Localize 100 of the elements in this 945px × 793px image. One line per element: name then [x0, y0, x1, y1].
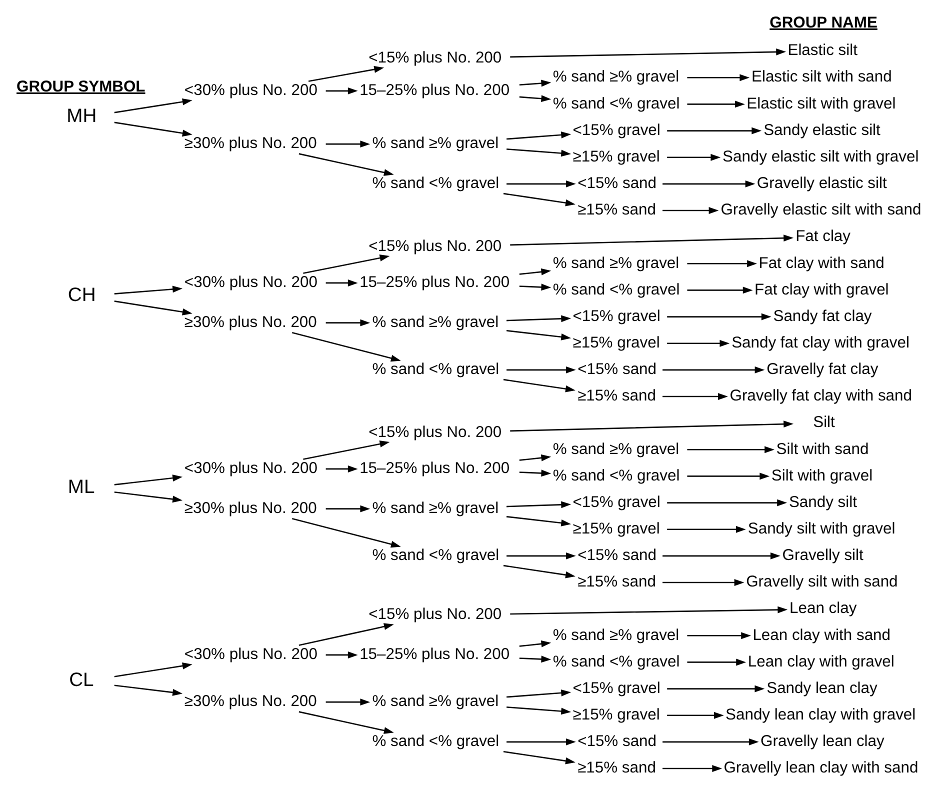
node-text: ≥30% plus No. 200 — [184, 314, 317, 331]
node-text: Fat clay with sand — [758, 254, 884, 272]
node-text: Gravelly fat clay — [766, 361, 878, 378]
node-text: ≥15% sand — [578, 388, 656, 405]
node-text: ≥15% gravel — [572, 148, 660, 166]
label: GROUP NAME — [770, 14, 878, 32]
arrow — [667, 712, 724, 719]
node-text: Sandy silt — [788, 494, 857, 511]
arrow — [687, 658, 746, 666]
arrow — [506, 315, 572, 322]
node-text: % sand <% gravel — [552, 653, 680, 670]
label: GROUP SYMBOL — [16, 78, 146, 96]
node-text: ≥15% sand — [578, 760, 656, 777]
arrow — [506, 738, 576, 746]
arrow — [114, 662, 192, 678]
arrow — [687, 74, 750, 82]
node-text: % sand ≥% gravel — [552, 626, 680, 644]
node-text: Sandy lean clay — [766, 680, 878, 697]
node-text: <15% sand — [578, 547, 657, 564]
arrow — [114, 491, 182, 503]
node-text: Gravelly silt — [782, 547, 864, 564]
arrow — [662, 738, 759, 746]
arrow — [326, 466, 358, 472]
node-text: Silt — [813, 414, 835, 432]
node-text: % sand <% gravel — [552, 95, 680, 112]
node-text: Sandy lean clay with gravel — [726, 706, 916, 724]
arrow — [114, 286, 183, 294]
arrow — [667, 685, 765, 692]
arrow — [519, 95, 552, 102]
arrow — [667, 499, 788, 506]
node-text: <15% gravel — [572, 308, 660, 325]
node-text: % sand <% gravel — [372, 175, 500, 192]
arrow — [506, 706, 572, 715]
node-text: ≥30% plus No. 200 — [184, 693, 317, 710]
arrow — [662, 207, 719, 214]
arrow — [662, 765, 722, 772]
node-text: <15% gravel — [572, 494, 660, 511]
node-text: ≥15% sand — [578, 574, 656, 591]
node-text: % sand <% gravel — [552, 281, 680, 298]
arrow — [292, 518, 401, 548]
node-text: % sand ≥% gravel — [372, 500, 499, 517]
arrow — [519, 470, 552, 477]
arrow — [667, 340, 730, 347]
arrow — [326, 652, 358, 658]
node-text: Elastic silt with sand — [752, 68, 892, 86]
arrow — [506, 330, 572, 340]
node-text: Sandy fat clay — [773, 308, 872, 325]
arrow — [326, 87, 358, 94]
arrow — [519, 454, 552, 462]
node-text: ≥30% plus No. 200 — [184, 135, 317, 152]
node-text: % sand ≥% gravel — [372, 135, 499, 152]
node-text: <15% plus No. 200 — [368, 424, 502, 441]
node-text: <15% plus No. 200 — [368, 49, 502, 66]
node-text: <15% sand — [578, 733, 657, 750]
node-text: Elastic silt with gravel — [746, 95, 896, 112]
arrow — [667, 313, 772, 320]
arrow — [303, 440, 390, 460]
arrow — [662, 393, 728, 400]
arrow — [510, 48, 786, 58]
arrow — [519, 656, 552, 663]
node-text: Gravelly lean clay with sand — [724, 760, 918, 777]
arrow — [114, 684, 182, 696]
node-text: <15% sand — [578, 175, 657, 192]
arrow — [506, 180, 576, 188]
node-text: ≥15% sand — [578, 202, 656, 219]
arrow — [506, 148, 572, 157]
node-text: % sand ≥% gravel — [552, 254, 680, 272]
arrow — [662, 552, 780, 560]
node-text: <30% plus No. 200 — [184, 82, 318, 100]
node-text: 15–25% plus No. 200 — [360, 274, 510, 292]
arrow — [519, 640, 552, 648]
node-text: CH — [68, 284, 96, 306]
arrow — [506, 131, 572, 140]
node-text: <30% plus No. 200 — [184, 274, 318, 292]
node-text: 15–25% plus No. 200 — [360, 646, 510, 664]
arrow — [303, 254, 390, 274]
node-text: % sand ≥% gravel — [372, 314, 499, 331]
node-text: Silt with gravel — [771, 467, 873, 484]
node-text: Gravelly fat clay with sand — [730, 388, 912, 405]
node-text: Sandy silt with gravel — [748, 520, 896, 538]
arrow — [506, 366, 576, 374]
node-text: Sandy elastic silt with gravel — [722, 148, 919, 166]
arrow — [503, 750, 576, 764]
node-text: Gravelly elastic silt — [756, 175, 887, 192]
node-text: CL — [69, 670, 94, 692]
node-text: Gravelly silt with sand — [746, 574, 898, 591]
arrow — [326, 280, 358, 286]
arrow — [519, 284, 552, 291]
node-text: Gravelly lean clay — [760, 733, 884, 750]
arrow — [298, 153, 394, 176]
arrow — [662, 180, 756, 188]
arrow — [326, 698, 370, 706]
node-text: Sandy fat clay with gravel — [732, 334, 910, 352]
node-text: Fat clay — [796, 228, 851, 246]
node-text: ≥15% gravel — [572, 706, 660, 724]
node-text: Lean clay — [790, 600, 857, 618]
arrow — [662, 366, 765, 374]
node-text: <15% gravel — [572, 122, 660, 139]
node-text: MH — [66, 106, 97, 128]
node-text: % sand ≥% gravel — [552, 68, 680, 86]
